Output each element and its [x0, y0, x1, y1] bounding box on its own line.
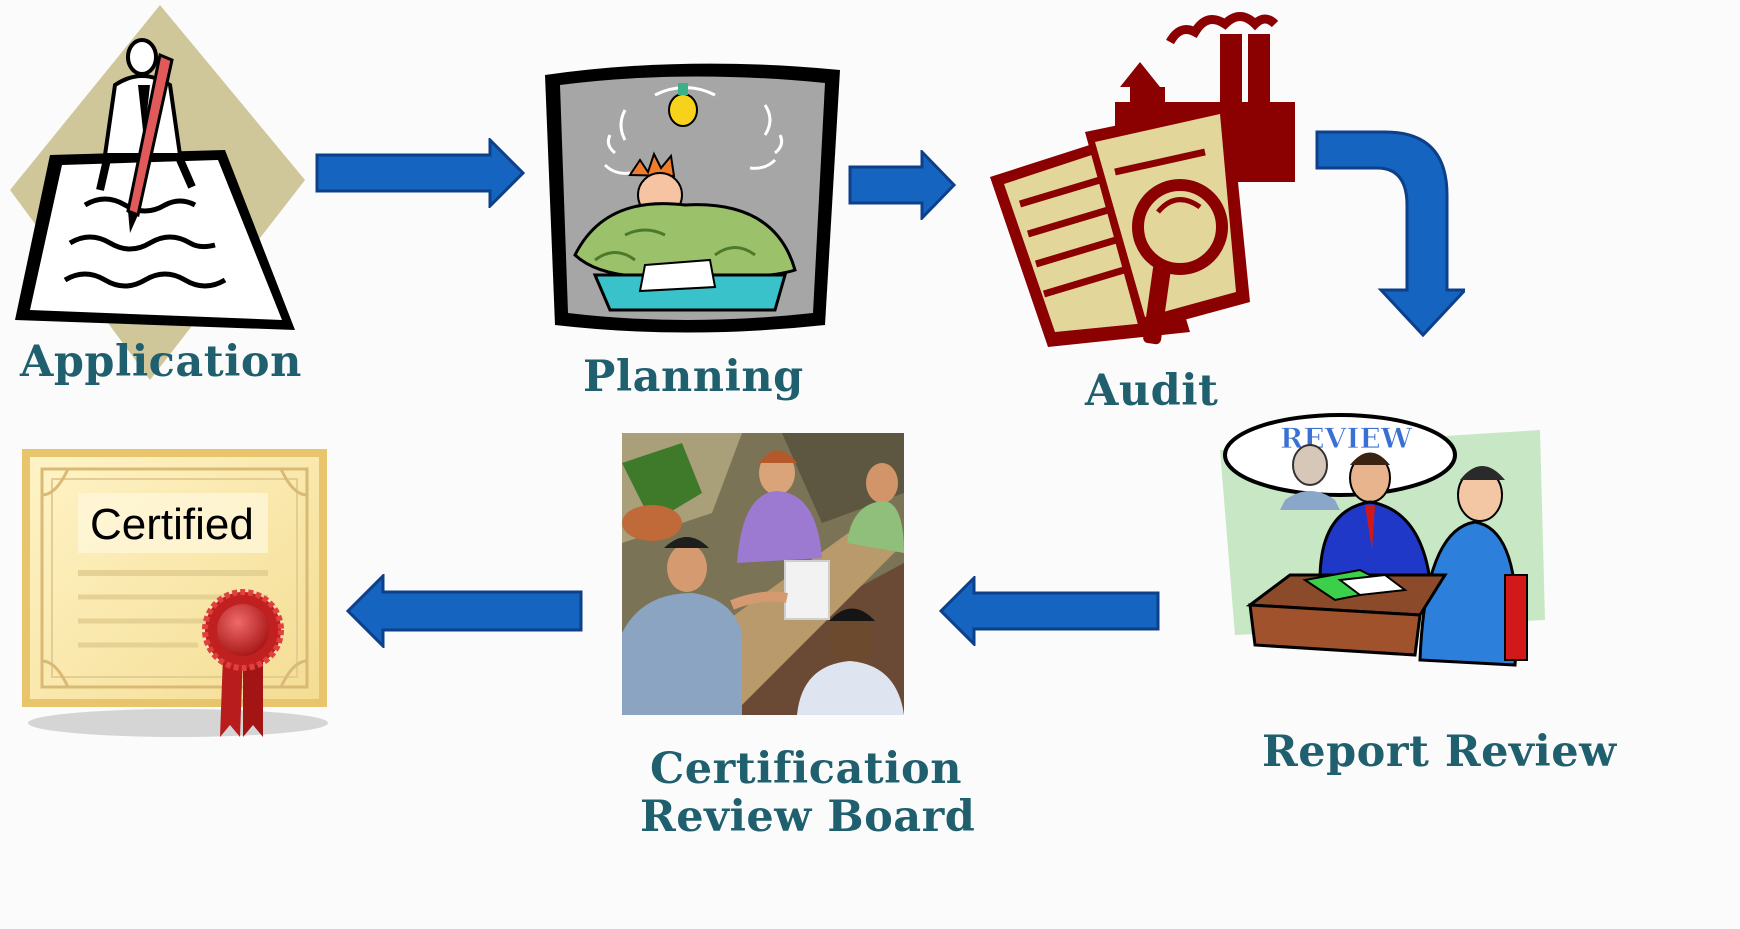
review-board-label-line2: Review Board: [640, 792, 976, 842]
magnifier-book-factory-icon: [990, 12, 1295, 347]
arrow-left-icon: [938, 576, 1160, 646]
application-label: Application: [20, 337, 302, 387]
review-meeting-icon: REVIEW: [1220, 413, 1545, 667]
review-board-label-line1: Certification: [650, 744, 962, 794]
report-review-label: Report Review: [1262, 727, 1617, 777]
planning-label: Planning: [583, 352, 804, 402]
arrow-right-icon: [315, 138, 526, 208]
thinking-person-icon: [545, 63, 840, 333]
arrow-right-icon: [848, 150, 957, 220]
svg-text:Certified: Certified: [90, 500, 254, 549]
board-meeting-icon: [622, 433, 904, 715]
certificate-icon: Certified: [22, 449, 328, 737]
arrow-left-icon: [345, 574, 583, 648]
writing-contract-icon: [10, 5, 305, 380]
arrow-curve-down-icon: [1315, 130, 1465, 338]
audit-label: Audit: [1085, 366, 1219, 416]
